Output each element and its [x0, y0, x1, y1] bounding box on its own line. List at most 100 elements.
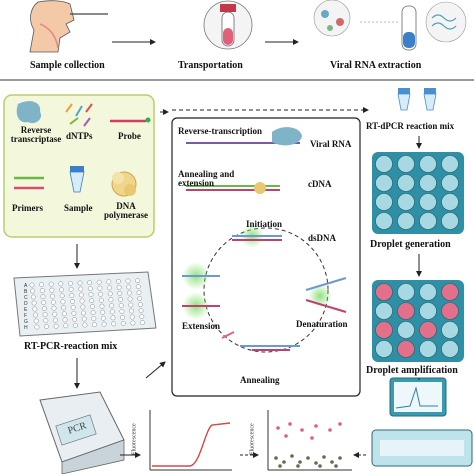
sample-collection-illustration	[29, 0, 108, 53]
plate-well	[130, 320, 136, 326]
sample-collection-label: Sample collection	[30, 60, 105, 71]
plate-well	[69, 292, 75, 298]
droplet-well	[441, 174, 459, 192]
dna-polymerase-label: DNA polymerase	[104, 201, 148, 221]
plate-well	[118, 302, 124, 308]
droplet-well	[441, 302, 459, 320]
plate-well	[87, 286, 93, 292]
droplet-point	[300, 428, 304, 432]
plate-well	[44, 324, 49, 330]
plate-well	[39, 282, 45, 288]
plate-row-letter: G	[24, 319, 28, 325]
droplet-point	[334, 464, 338, 468]
plate-well	[59, 287, 64, 293]
plate-well	[109, 309, 115, 315]
plate-well	[89, 298, 95, 304]
mechanism-panel	[171, 117, 361, 397]
plate-well	[96, 279, 102, 285]
plate-well	[39, 288, 45, 294]
plate-well	[62, 317, 68, 323]
annealing-label: Annealing	[240, 375, 280, 385]
plate-well	[115, 278, 121, 284]
sample-tube-icon	[69, 166, 85, 193]
droplet-well	[419, 155, 437, 173]
droplet-point	[274, 456, 278, 460]
plate-well	[126, 284, 132, 290]
droplet-well	[419, 340, 437, 358]
plate-well	[137, 302, 143, 308]
plate-well	[51, 305, 57, 311]
plate-well	[87, 280, 93, 286]
droplet-point	[322, 455, 326, 459]
droplet-amplification-label: Droplet amplification	[366, 365, 458, 376]
dntps-icon	[65, 103, 93, 127]
droplet-well	[375, 283, 393, 301]
droplet-point	[282, 460, 286, 464]
plate-well	[34, 324, 40, 330]
droplet-well	[441, 321, 459, 339]
plate-well	[50, 299, 56, 305]
plate-well	[119, 308, 125, 314]
plate-well	[125, 278, 131, 284]
reverse-transcriptase-icon	[16, 101, 42, 124]
plate-well	[116, 284, 122, 290]
viral-rna-label: Viral RNA	[310, 139, 352, 149]
primers-label: Primers	[12, 203, 43, 213]
pcr-cycle	[182, 224, 347, 353]
dna-polymerase-icon	[111, 171, 137, 197]
droplet-well	[419, 321, 437, 339]
plate-well	[33, 318, 39, 324]
droplet-generation-plate	[372, 152, 464, 234]
plate-well	[31, 300, 37, 306]
transportation-tube	[203, 0, 253, 50]
droplet-well	[397, 212, 415, 230]
initiation-label: Initiation	[246, 219, 283, 229]
droplet-point	[296, 464, 300, 468]
plate-well	[140, 320, 145, 326]
transportation-label: Transportation	[178, 60, 243, 71]
plate-well	[107, 285, 112, 291]
droplet-fluorescence-plot	[267, 410, 352, 471]
probe-icon	[110, 117, 151, 123]
plate-well	[108, 297, 114, 303]
plate-well	[59, 293, 65, 299]
droplet-point	[330, 460, 334, 464]
droplet-well	[397, 321, 415, 339]
droplet-well	[419, 302, 437, 320]
plate-well	[49, 287, 55, 293]
droplet-well	[375, 193, 393, 211]
plate-well	[98, 291, 104, 297]
droplet-point	[310, 436, 314, 440]
plate-well	[89, 304, 95, 310]
plate-well	[106, 279, 112, 285]
droplet-point	[288, 422, 292, 426]
plate-well	[135, 284, 141, 290]
denaturation-label: Denaturation	[296, 319, 348, 329]
plate-well	[91, 316, 97, 322]
plate-well	[58, 281, 64, 287]
plate-well	[52, 317, 58, 323]
droplet-well	[375, 321, 393, 339]
plate-row-letter: C	[24, 295, 28, 301]
plate-well	[41, 306, 47, 312]
plate-well	[126, 290, 132, 296]
plate-well	[81, 316, 87, 322]
plate-well	[111, 321, 117, 327]
plate-well	[88, 292, 94, 298]
dsdna-label: dsDNA	[308, 233, 337, 243]
plate-well	[78, 286, 84, 292]
droplet-well	[397, 302, 415, 320]
plate-well	[68, 286, 74, 292]
droplet-well	[441, 193, 459, 211]
plate-well	[97, 285, 103, 291]
plate-well	[72, 322, 78, 328]
plate-well	[120, 320, 126, 326]
plate-well	[138, 308, 144, 314]
plate-well	[30, 294, 36, 300]
plate-well	[135, 278, 141, 284]
cdna-label: cDNA	[308, 179, 332, 189]
droplet-well	[419, 212, 437, 230]
droplet-well	[441, 212, 459, 230]
